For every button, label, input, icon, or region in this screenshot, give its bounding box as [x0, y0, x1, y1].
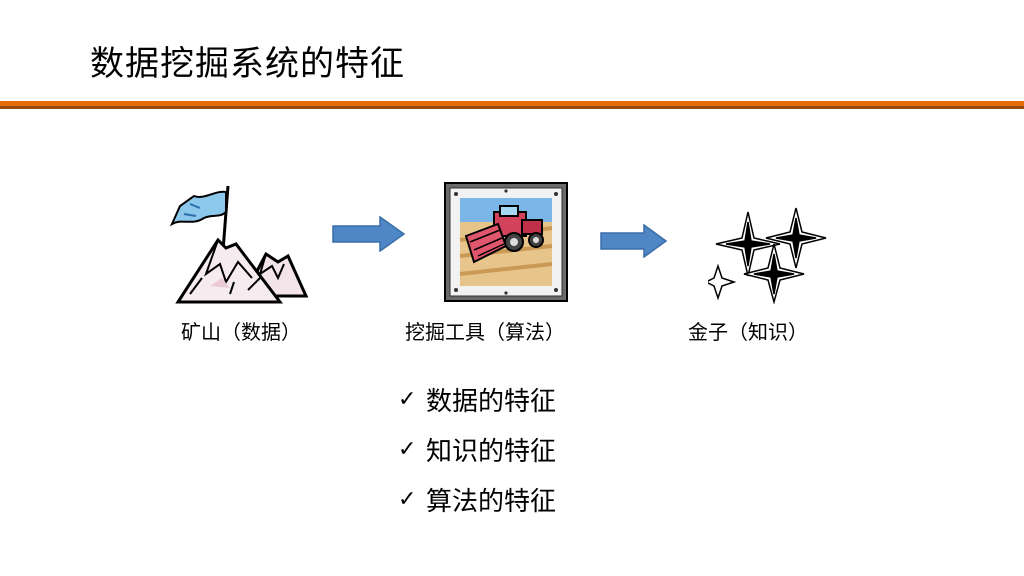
- check-icon: ✓: [398, 386, 417, 412]
- gold-caption: 金子（知识）: [688, 320, 808, 344]
- check-icon: ✓: [398, 436, 417, 462]
- title-divider: [0, 101, 1024, 106]
- slide-title: 数据挖掘系统的特征: [90, 44, 405, 84]
- list-item-label: 数据的特征: [426, 386, 557, 417]
- tool-caption: 挖掘工具（算法）: [405, 320, 565, 344]
- right-arrow-icon: [332, 215, 406, 256]
- mine-caption: 矿山（数据）: [181, 320, 301, 344]
- title-divider-shadow: [0, 106, 1024, 109]
- feature-checklist: ✓ 数据的特征 ✓ 知识的特征 ✓ 算法的特征: [398, 374, 556, 524]
- list-item-label: 算法的特征: [426, 486, 557, 517]
- list-item: ✓ 算法的特征: [398, 474, 556, 524]
- harvester-icon: [444, 182, 568, 302]
- sparkle-stars-icon: [704, 204, 834, 305]
- mountain-flag-icon: [160, 178, 310, 308]
- check-icon: ✓: [398, 486, 417, 512]
- list-item: ✓ 数据的特征: [398, 374, 556, 424]
- right-arrow-icon: [600, 223, 668, 262]
- list-item: ✓ 知识的特征: [398, 424, 556, 474]
- list-item-label: 知识的特征: [426, 436, 557, 467]
